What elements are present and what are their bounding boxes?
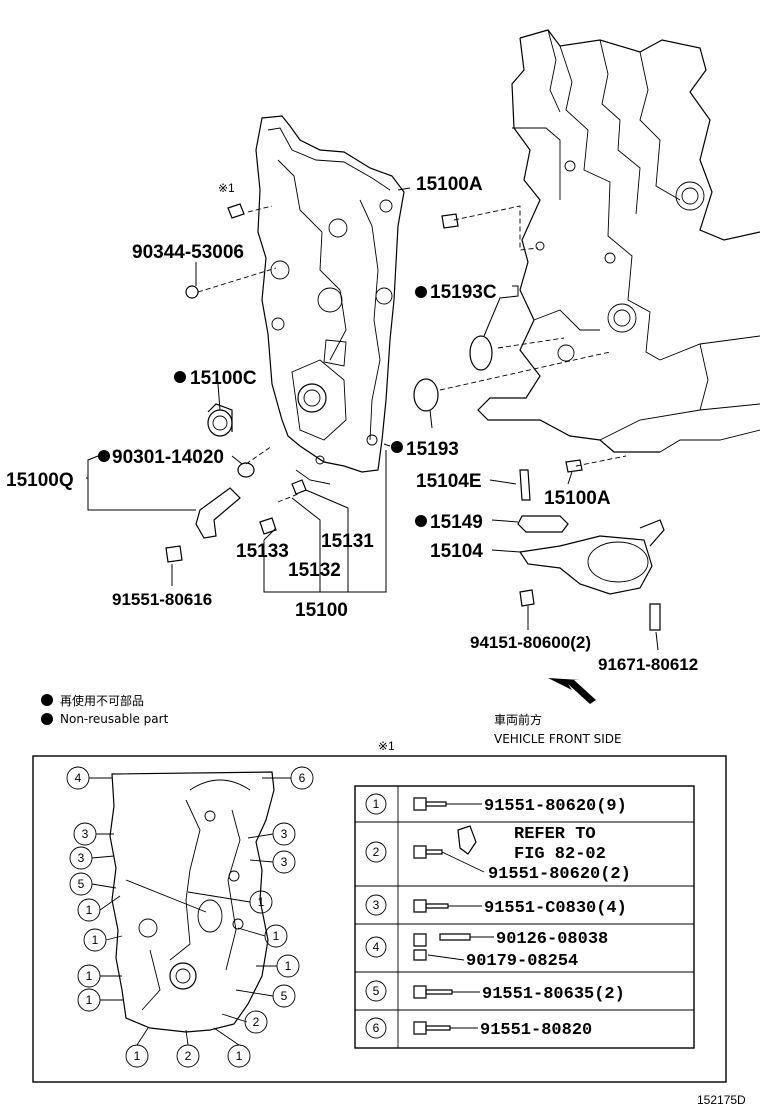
- label-15131: 15131: [321, 531, 374, 552]
- callout-1i: 1: [236, 1049, 243, 1063]
- non-reusable-markers: [41, 286, 427, 725]
- row5-part: 91551-80635(2): [482, 985, 625, 1004]
- callout-5b: 5: [281, 989, 288, 1003]
- figure-id: 152175D: [697, 1093, 746, 1107]
- label-15104E: 15104E: [416, 471, 482, 492]
- callout-1f: 1: [273, 929, 280, 943]
- label-15149: 15149: [430, 512, 483, 533]
- row-number-3: 3: [373, 898, 380, 912]
- label-15100A-bottom: 15100A: [544, 488, 611, 509]
- row1-part: 91551-80620(9): [484, 797, 627, 816]
- callout-2a: 2: [253, 1015, 260, 1029]
- callout-1a: 1: [86, 903, 93, 917]
- vehicle-front: 車両前方 VEHICLE FRONT SIDE: [494, 712, 622, 746]
- detail-callouts: 4 6 3 3 5 1 1 1 1 3 3 1 1 1 5 2 1 2 1: [66, 766, 314, 1068]
- note-mark-label: ※1: [218, 181, 235, 195]
- label-15104: 15104: [430, 541, 483, 562]
- row-number-1: 1: [373, 797, 380, 811]
- legend-jp: 再使用不可部品: [60, 693, 144, 708]
- label-94151-80600: 94151-80600(2): [470, 633, 591, 652]
- small-parts: [165, 203, 665, 631]
- row4-part-b: 90179-08254: [466, 952, 578, 971]
- label-15193: 15193: [406, 439, 459, 460]
- label-90301-14020: 90301-14020: [112, 447, 224, 468]
- bolt-table: 1 2 3 4 5 6 91551-8062: [354, 785, 695, 1049]
- callout-1e: 1: [258, 895, 265, 909]
- callout-3b: 3: [78, 851, 85, 865]
- row2-refer: REFER TO: [514, 825, 596, 844]
- label-15100A-top: 15100A: [416, 174, 483, 195]
- callout-3d: 3: [281, 855, 288, 869]
- callout-1d: 1: [86, 993, 93, 1007]
- row4-part-a: 90126-08038: [496, 930, 608, 949]
- label-91551-80616: 91551-80616: [112, 590, 212, 609]
- vehicle-front-jp: 車両前方: [494, 712, 542, 727]
- legend: 再使用不可部品 Non-reusable part: [60, 693, 169, 726]
- detail-frame: [32, 755, 727, 1083]
- label-15133: 15133: [236, 541, 289, 562]
- callout-3a: 3: [82, 827, 89, 841]
- row-number-2: 2: [373, 845, 380, 859]
- row-number-5: 5: [373, 984, 380, 998]
- label-15100Q: 15100Q: [6, 470, 74, 491]
- detail-title: ※1: [378, 739, 395, 753]
- vehicle-front-arrow: [548, 678, 596, 704]
- row-number-4: 4: [373, 940, 380, 954]
- row3-part: 91551-C0830(4): [484, 899, 627, 918]
- legend-en: Non-reusable part: [60, 712, 169, 726]
- part-labels: ※1 90344-53006 15100A 15193C 15100C 1519…: [6, 174, 698, 674]
- solid-leaders: [86, 187, 659, 651]
- callout-6: 6: [299, 771, 306, 785]
- callout-1h: 1: [134, 1049, 141, 1063]
- callout-5a: 5: [78, 877, 85, 891]
- label-90344-53006: 90344-53006: [132, 242, 244, 263]
- callout-1c: 1: [86, 969, 93, 983]
- callout-3c: 3: [281, 827, 288, 841]
- label-15132: 15132: [288, 560, 341, 581]
- engine-block-drawing: [477, 29, 760, 453]
- row2-fig: FIG 82-02: [514, 845, 606, 864]
- vehicle-front-en: VEHICLE FRONT SIDE: [494, 732, 622, 746]
- callout-1g: 1: [285, 959, 292, 973]
- timing-cover-drawing: [255, 115, 405, 485]
- label-15100C: 15100C: [190, 368, 257, 389]
- label-15193C: 15193C: [430, 282, 497, 303]
- label-91671-80612: 91671-80612: [598, 655, 698, 674]
- dashed-leaders: [197, 205, 627, 503]
- callout-2b: 2: [185, 1049, 192, 1063]
- callout-1b: 1: [92, 933, 99, 947]
- row6-part: 91551-80820: [480, 1021, 592, 1040]
- label-15100: 15100: [295, 600, 348, 621]
- detail-cover-drawing: [109, 771, 275, 1033]
- callout-4: 4: [75, 771, 82, 785]
- row2-part: 91551-80620(2): [488, 865, 631, 884]
- row-number-6: 6: [373, 1021, 380, 1035]
